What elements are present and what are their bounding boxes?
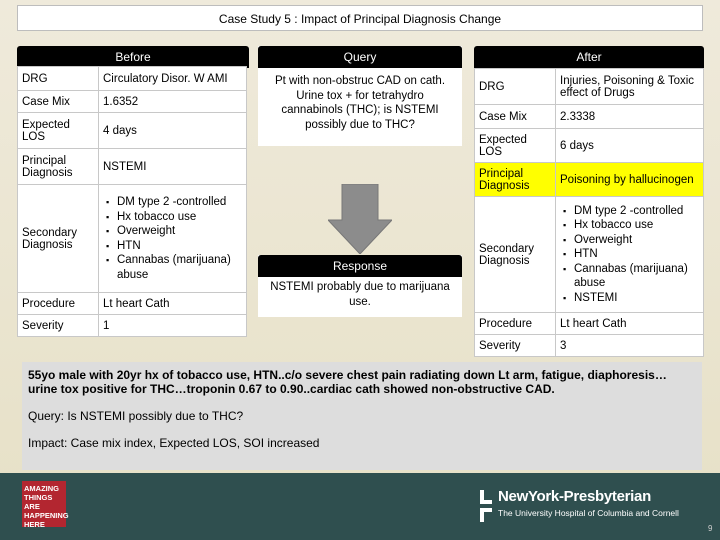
before-secondary-value: DM type 2 -controlled Hx tobacco use Ove…	[98, 184, 247, 293]
case-narrative: 55yo male with 20yr hx of tobacco use, H…	[28, 368, 667, 396]
after-los-value: 6 days	[555, 128, 704, 163]
list-item: Cannabas (marijuana) abuse	[106, 253, 242, 282]
before-panel: Before	[17, 46, 249, 338]
query-text: Pt with non-obstruc CAD on cath. Urine t…	[274, 75, 446, 131]
before-principal-value: NSTEMI	[98, 148, 247, 185]
list-item: Cannabas (marijuana) abuse	[563, 262, 699, 291]
after-secondary-value: DM type 2 -controlled Hx tobacco use Ove…	[555, 196, 704, 313]
before-casemix-value: 1.6352	[98, 90, 247, 113]
before-header: Before	[17, 46, 249, 68]
list-item: Overweight	[106, 224, 242, 239]
before-los-value: 4 days	[98, 112, 247, 149]
before-casemix-label: Case Mix	[17, 90, 99, 113]
tagline-word: HAPPENING	[24, 511, 69, 520]
tagline-word: ARE	[24, 502, 40, 511]
list-item: HTN	[106, 239, 242, 254]
page-number: 9	[708, 524, 713, 533]
after-casemix-value: 2.3338	[555, 104, 704, 129]
before-severity-label: Severity	[17, 314, 99, 337]
after-los-label: Expected LOS	[474, 128, 556, 163]
after-severity-label: Severity	[474, 334, 556, 357]
case-impact-line: Impact: Case mix index, Expected LOS, SO…	[28, 436, 320, 450]
before-procedure-label: Procedure	[17, 292, 99, 315]
after-drg-label: DRG	[474, 68, 556, 105]
after-drg-value: Injuries, Poisoning & Toxic effect of Dr…	[555, 68, 704, 105]
response-header: Response	[258, 255, 462, 277]
amazing-things-logo: AMAZING THINGS ARE HAPPENING HERE	[22, 481, 69, 529]
list-item: Overweight	[563, 233, 699, 248]
before-drg-value: Circulatory Disor. W AMI	[98, 66, 247, 91]
org-subtitle: The University Hospital of Columbia and …	[498, 508, 679, 518]
case-summary: 55yo male with 20yr hx of tobacco use, H…	[22, 362, 702, 470]
list-item: NSTEMI	[563, 291, 699, 306]
after-table: DRG Injuries, Poisoning & Toxic effect o…	[474, 68, 704, 357]
list-item: DM type 2 -controlled	[106, 195, 242, 210]
list-item: Hx tobacco use	[106, 210, 242, 225]
after-secondary-list: DM type 2 -controlled Hx tobacco use Ove…	[560, 204, 699, 306]
org-name: NewYork-Presbyterian	[498, 488, 651, 505]
after-procedure-label: Procedure	[474, 312, 556, 335]
query-header: Query	[258, 46, 462, 68]
after-principal-label: Principal Diagnosis	[474, 162, 556, 197]
before-secondary-list: DM type 2 -controlled Hx tobacco use Ove…	[103, 195, 242, 282]
before-los-label: Expected LOS	[17, 112, 99, 149]
query-panel: Query Pt with non-obstruc CAD on cath. U…	[258, 46, 462, 146]
after-header: After	[474, 46, 704, 68]
case-query-line: Query: Is NSTEMI possibly due to THC?	[28, 409, 244, 423]
after-severity-value: 3	[555, 334, 704, 357]
before-procedure-value: Lt heart Cath	[98, 292, 247, 315]
before-severity-value: 1	[98, 314, 247, 337]
list-item: HTN	[563, 247, 699, 262]
response-text: NSTEMI probably due to marijuana use.	[270, 281, 450, 308]
tagline-word: THINGS	[24, 493, 53, 502]
after-principal-value: Poisoning by hallucinogen	[555, 162, 704, 197]
tagline-word: HERE	[24, 520, 45, 529]
before-drg-label: DRG	[17, 66, 99, 91]
after-secondary-label: Secondary Diagnosis	[474, 196, 556, 313]
list-item: Hx tobacco use	[563, 218, 699, 233]
footer	[0, 473, 720, 540]
after-procedure-value: Lt heart Cath	[555, 312, 704, 335]
response-panel: Response NSTEMI probably due to marijuan…	[258, 255, 462, 317]
before-principal-label: Principal Diagnosis	[17, 148, 99, 185]
list-item: DM type 2 -controlled	[563, 204, 699, 219]
tagline-word: AMAZING	[24, 484, 59, 493]
before-secondary-label: Secondary Diagnosis	[17, 184, 99, 293]
nyp-mark-icon	[480, 490, 492, 522]
before-table: DRG Circulatory Disor. W AMI Case Mix 1.…	[17, 66, 247, 337]
after-casemix-label: Case Mix	[474, 104, 556, 129]
after-panel: After	[474, 46, 704, 68]
slide-title: Case Study 5 : Impact of Principal Diagn…	[17, 5, 703, 31]
down-arrow-icon	[328, 184, 392, 254]
